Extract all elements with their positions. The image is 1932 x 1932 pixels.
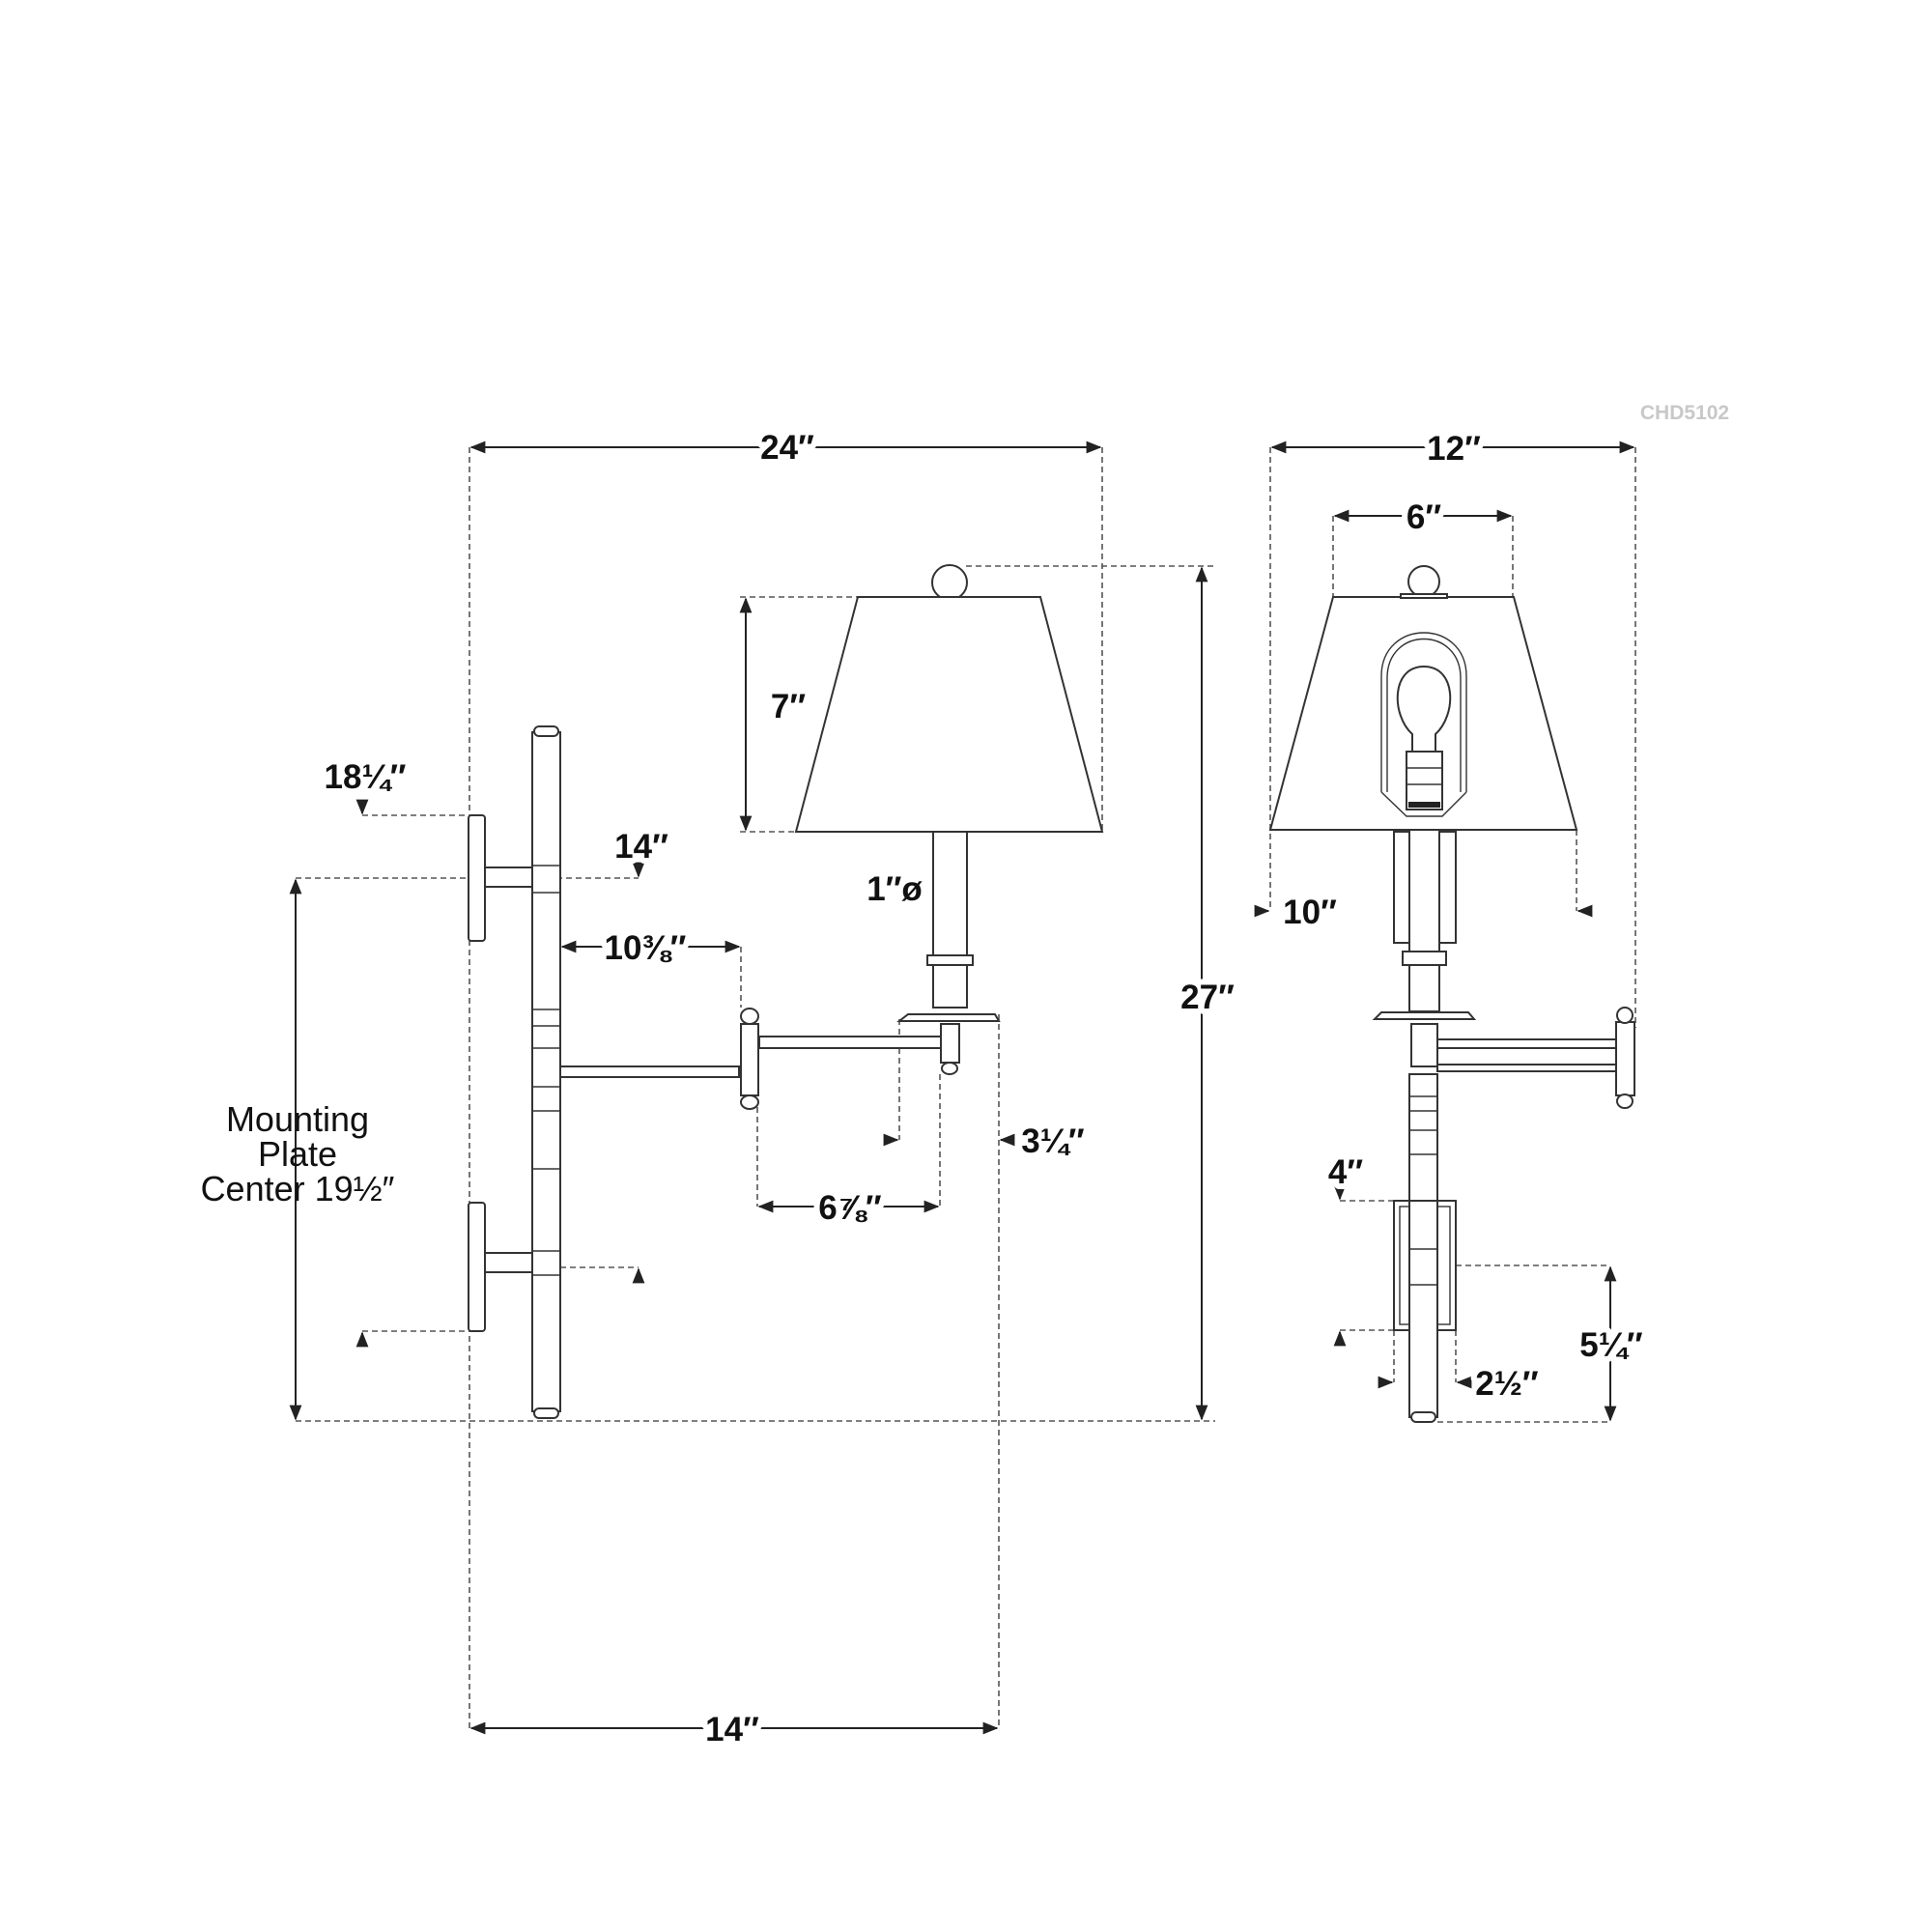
label-socket-offset: 3¼″: [1021, 1122, 1085, 1160]
wall-bar: [531, 731, 561, 1412]
socket: [1406, 751, 1443, 810]
label-backplate-width: 2½″: [1475, 1365, 1539, 1403]
finial: [931, 564, 968, 601]
label-backplate-center: 5¼″: [1579, 1326, 1643, 1364]
swing-arm-lower: [1436, 1064, 1618, 1072]
lamp-shade: [794, 596, 1104, 833]
label-bottom-plate-height: 14″: [614, 828, 668, 866]
finial: [1407, 565, 1440, 598]
label-top-plate-height: 18¼″: [325, 758, 407, 796]
mounting-plate-center-line-3: Center 19½″: [201, 1169, 395, 1208]
label-shade-bottom: 10″: [1283, 894, 1337, 931]
label-shade-top: 6″: [1406, 498, 1441, 536]
mounting-plate-center-line-1: Mounting: [226, 1099, 369, 1139]
label-stem-diameter: 1″ø: [867, 870, 923, 908]
swing-arm-upper: [1436, 1038, 1618, 1049]
stem: [932, 831, 968, 956]
swing-arm-upper: [758, 1036, 942, 1049]
label-arm-reach: 10⅜″: [605, 929, 687, 967]
label-shade-height: 7″: [771, 688, 806, 725]
front-view: 12″ 6″ 10″ 4″ 2½″ 5¼″: [1254, 424, 1649, 1423]
label-mounting-plate-center: Mounting Plate Center 19½″: [201, 1099, 395, 1208]
stem: [1408, 829, 1440, 952]
mounting-plate-bottom: [468, 1202, 486, 1332]
swivel-joint: [740, 1023, 759, 1096]
label-extension: 14″: [705, 1711, 759, 1748]
label-arm-span: 6⅞″: [818, 1189, 882, 1227]
label-overall-width: 24″: [760, 429, 814, 467]
swivel-joint: [1615, 1021, 1635, 1096]
model-code: CHD5102: [1640, 402, 1729, 424]
mounting-plate-center-line-2: Plate: [258, 1134, 337, 1174]
side-view: 7″ 24″ 27″ 18¼″ 14″ 10⅜″ 1″ø 3¼″ 6⅞″ 14″…: [201, 423, 1241, 1754]
swing-arm-lower: [559, 1065, 740, 1078]
label-backplate-height: 4″: [1328, 1153, 1363, 1191]
bulb-icon: [1396, 665, 1452, 754]
mounting-plate-top: [468, 814, 486, 942]
label-overall-height: 27″: [1180, 979, 1235, 1016]
label-front-width: 12″: [1427, 430, 1481, 468]
harp: [1380, 632, 1467, 792]
